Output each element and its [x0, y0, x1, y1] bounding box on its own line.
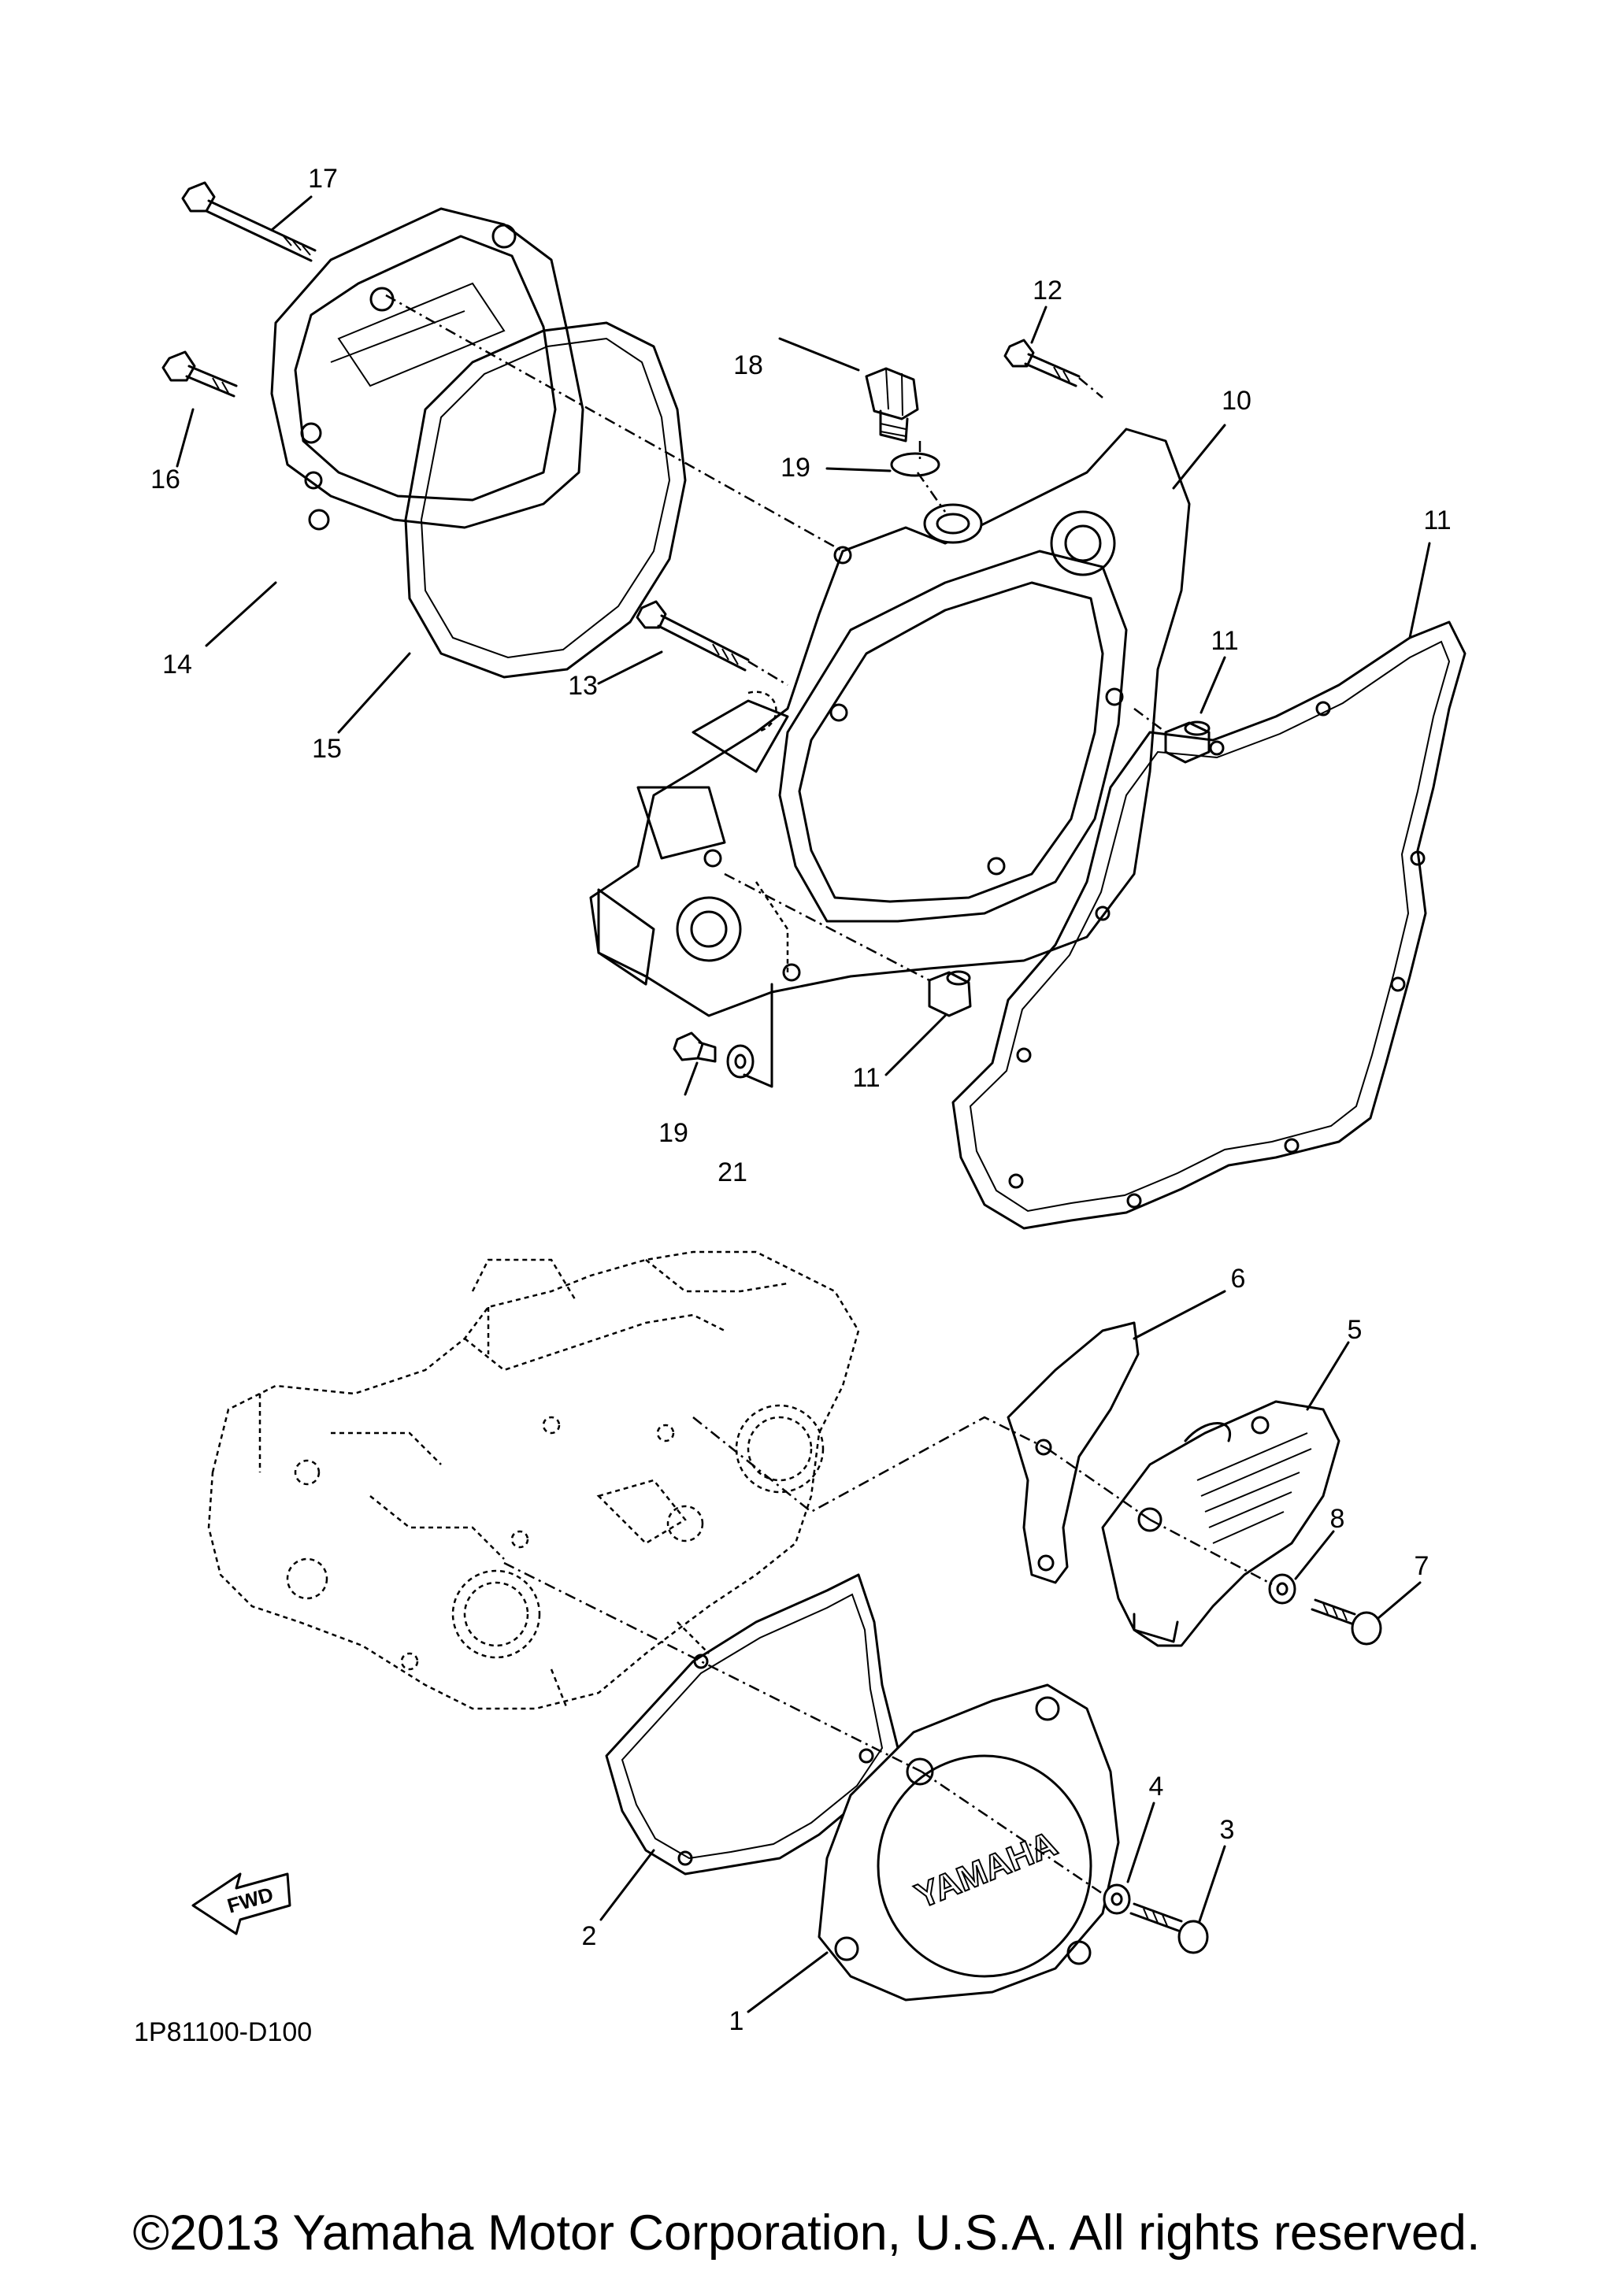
- part-11-dowel-lower: [928, 970, 972, 1017]
- callout-17: 17: [308, 164, 338, 194]
- callout-21: 21: [718, 1157, 747, 1187]
- part-9-crankcase-cover: [589, 428, 1191, 1017]
- part-20-bolt: [673, 1031, 717, 1063]
- part-12-bolt: [1003, 339, 1081, 387]
- callout-18: 18: [733, 350, 763, 380]
- callout-11-upper: 11: [1211, 626, 1238, 656]
- part-5-sprocket-cover: [1101, 1400, 1340, 1647]
- part-14-clutch-cover: [270, 207, 584, 531]
- part-18-filler-plug: [865, 367, 919, 443]
- callout-19: 19: [781, 453, 810, 483]
- part-16-bolt: [161, 350, 238, 398]
- callout-16: 16: [150, 465, 180, 494]
- callout-2: 2: [582, 1921, 597, 1951]
- callout-8: 8: [1330, 1504, 1345, 1534]
- callout-leaders: [176, 195, 1431, 2013]
- part-17-bolt: [181, 181, 317, 262]
- callout-1: 1: [729, 2006, 744, 2036]
- crankcase-reference: [207, 1250, 860, 1710]
- callout-4: 4: [1149, 1772, 1164, 1802]
- diagram-code: 1P81100-D100: [134, 2017, 312, 2047]
- callout-10: 11: [1423, 505, 1451, 535]
- part-19-o-ring: [890, 452, 940, 477]
- part-13-bolt: [636, 600, 750, 672]
- callout-11-lower: 11: [852, 1063, 880, 1093]
- part-7-bolt: [1311, 1598, 1382, 1646]
- alignment-lines: [385, 294, 1273, 1895]
- callout-20: 19: [658, 1118, 688, 1148]
- fwd-arrow-icon: FWD: [191, 1872, 291, 1935]
- part-4-washer: [1103, 1883, 1131, 1915]
- part-1-generator-cover: YAMAHA: [818, 1683, 1120, 2002]
- callout-3: 3: [1220, 1815, 1235, 1845]
- copyright-notice: ©2013 Yamaha Motor Corporation, U.S.A. A…: [132, 2205, 1481, 2261]
- callout-15: 15: [312, 734, 342, 764]
- part-3-bolt: [1129, 1902, 1209, 1954]
- part-15-gasket: [404, 321, 687, 679]
- callout-12: 12: [1033, 276, 1062, 306]
- callout-7: 7: [1415, 1551, 1429, 1581]
- callout-9: 10: [1222, 386, 1251, 416]
- part-10-gasket: [951, 620, 1467, 1230]
- callout-numbers: 17 16 14 15 18 19 12 10 11 11 13 11 19 2…: [150, 164, 1452, 2036]
- callout-5: 5: [1348, 1315, 1363, 1345]
- callout-13: 13: [568, 671, 598, 701]
- part-8-washer: [1268, 1573, 1296, 1605]
- callout-14: 14: [162, 650, 192, 680]
- callout-6: 6: [1231, 1264, 1246, 1294]
- part-6-guard-plate: [1007, 1321, 1140, 1584]
- part-21-washer: [726, 1044, 755, 1079]
